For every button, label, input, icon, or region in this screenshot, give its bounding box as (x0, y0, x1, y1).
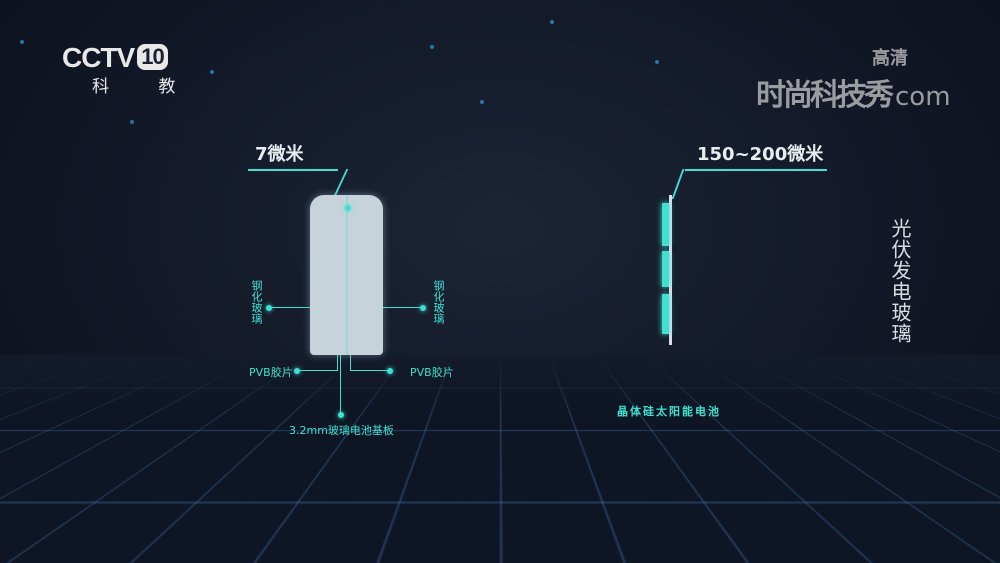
floor-fade (0, 355, 1000, 415)
particle (210, 70, 214, 74)
leader-line (383, 307, 423, 308)
logo-brand: CCTV (62, 42, 134, 73)
silicon-cell-segment (662, 294, 669, 334)
label-tempered-glass-right: 钢化玻璃 (430, 280, 446, 324)
channel-logo: CCTV10 科 教 (62, 42, 197, 97)
marker-dot (266, 305, 272, 311)
leader-line (340, 355, 341, 413)
leader-line (248, 169, 338, 171)
label-silicon-cell: 晶体硅太阳能电池 (617, 403, 721, 419)
leader-line (270, 307, 310, 308)
logo-channel-name: 科 教 (92, 72, 197, 97)
marker-dot (338, 412, 344, 418)
particle (550, 20, 554, 24)
program-watermark: 时尚科技秀com 高清 (756, 70, 951, 114)
marker-dot (420, 305, 426, 311)
leader-line (350, 370, 388, 371)
glass-cross-section (310, 195, 383, 355)
marker-dot (387, 368, 393, 374)
side-title: 光伏发电玻璃 (886, 218, 915, 344)
particle (130, 120, 134, 124)
subtitle-caption: 吸光层厚度的近百倍 (0, 482, 1000, 512)
watermark-domain: com (895, 82, 951, 112)
leader-line (337, 355, 338, 370)
leader-line (298, 370, 338, 371)
label-tempered-glass-left: 钢化玻璃 (248, 280, 264, 324)
watermark-hd: 高清 (872, 44, 908, 70)
watermark-text: 时尚科技秀 (756, 78, 891, 113)
label-absorber-thickness: 7微米 (255, 140, 304, 166)
leader-line (672, 169, 685, 199)
marker-dot (345, 205, 351, 211)
leader-line (350, 355, 351, 370)
particle (20, 40, 24, 44)
particle (480, 100, 484, 104)
label-substrate: 3.2mm玻璃电池基板 (289, 422, 394, 438)
particle (655, 60, 659, 64)
marker-dot (294, 368, 300, 374)
logo-number: 10 (137, 44, 167, 70)
silicon-cell-segment (662, 203, 669, 246)
label-cell-thickness: 150~200微米 (697, 140, 823, 166)
label-pvb-left: PVB胶片 (249, 364, 293, 380)
leader-line (685, 169, 827, 171)
silicon-cell-segment (662, 251, 669, 287)
label-pvb-right: PVB胶片 (410, 364, 454, 380)
glass-sheet (669, 195, 672, 345)
particle (430, 45, 434, 49)
